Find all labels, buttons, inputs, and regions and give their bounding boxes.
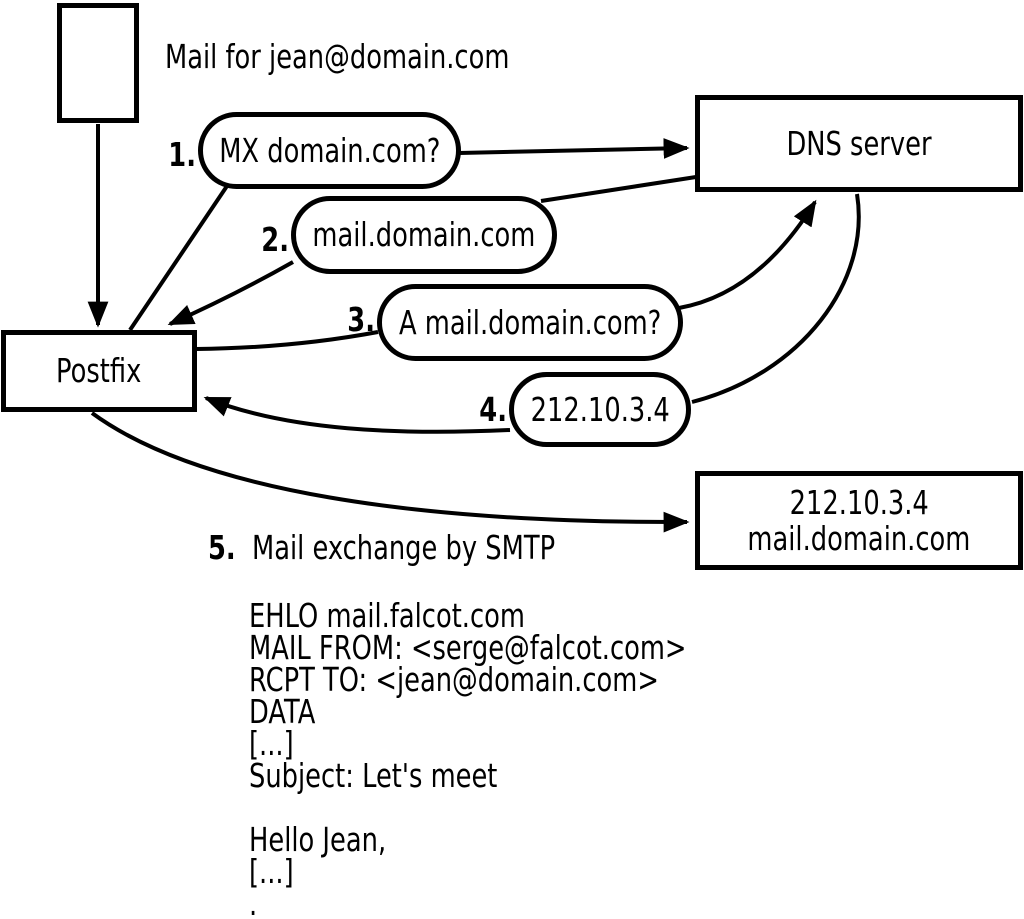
smtp-line: . [249,884,258,919]
smtp-line: Subject: Let's meet [249,756,498,795]
smtp-line: EHLO mail.falcot.com [249,596,525,635]
answer-a-pill: 212.10.3.4 [509,372,691,447]
line-dns-to-answer4 [691,193,861,404]
dns-server-node: DNS server [695,95,1023,192]
answer-a-label: 212.10.3.4 [530,389,670,429]
smtp-line: MAIL FROM: <serge@falcot.com> [249,628,687,667]
line-postfix-to-query1 [128,184,229,332]
query-a-pill: A mail.domain.com? [377,284,683,361]
smtp-line: [...] [249,852,294,891]
mail-server-hostname: mail.domain.com [747,518,971,558]
smtp-session-block: EHLO mail.falcot.com MAIL FROM: <serge@f… [249,596,810,919]
arrow-answer4-to-postfix [203,396,511,434]
smtp-line: Hello Jean, [249,820,387,859]
step5-label: Mail exchange by SMTP [252,528,556,567]
mail-document-shape [57,3,139,123]
step2-number: 2. [261,220,289,259]
line-dns-to-answer2 [540,175,697,203]
query-a-label: A mail.domain.com? [398,302,662,342]
mail-server-node: 212.10.3.4 mail.domain.com [695,471,1023,570]
smtp-line: [...] [249,724,294,763]
dns-server-label: DNS server [786,123,932,163]
step3-number: 3. [347,300,375,339]
smtp-line: RCPT TO: <jean@domain.com> [249,660,659,699]
arrow-query1-to-dns [458,138,690,159]
postfix-node: Postfix [1,330,197,412]
arrow-query3-to-dns [678,199,817,310]
arrow-answer2-to-postfix [167,260,294,326]
diagram-title: Mail for jean@domain.com [165,37,510,76]
postfix-label: Postfix [56,351,142,390]
arrow-postfix-to-mailserver [90,411,690,533]
query-mx-pill: MX domain.com? [198,112,461,189]
query-mx-label: MX domain.com? [218,130,441,170]
smtp-line: DATA [249,692,316,731]
step1-number: 1. [168,135,196,174]
answer-mx-pill: mail.domain.com [291,196,557,274]
step5-number: 5. [208,528,236,567]
line-postfix-to-query3 [195,330,379,351]
step4-number: 4. [479,390,507,429]
answer-mx-label: mail.domain.com [312,215,536,254]
mail-server-ip: 212.10.3.4 [789,482,929,522]
